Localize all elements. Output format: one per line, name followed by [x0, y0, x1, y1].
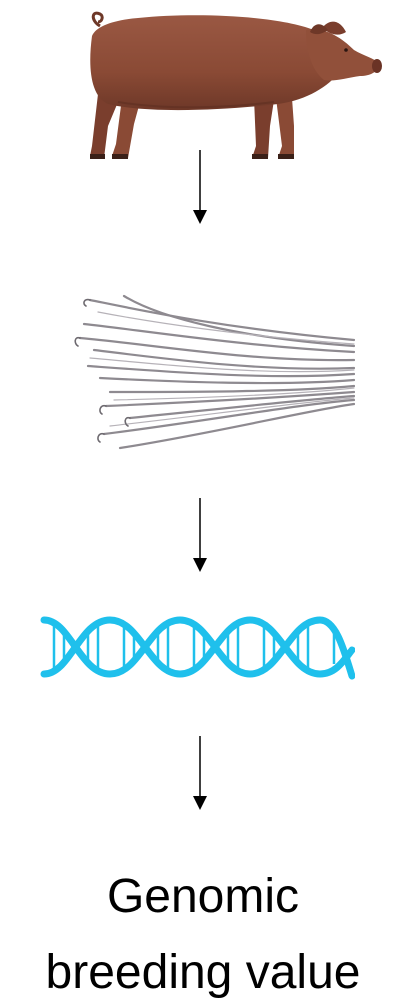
down-arrow-icon: [185, 736, 215, 811]
dna-helix-icon: [40, 610, 355, 685]
result-label-line-2: breeding value: [0, 949, 406, 997]
result-label-line-1: Genomic: [0, 873, 406, 921]
down-arrow-icon: [185, 150, 215, 225]
down-arrow-icon: [185, 498, 215, 573]
hair-sample-icon: [70, 288, 355, 463]
pig-icon: [78, 6, 383, 166]
